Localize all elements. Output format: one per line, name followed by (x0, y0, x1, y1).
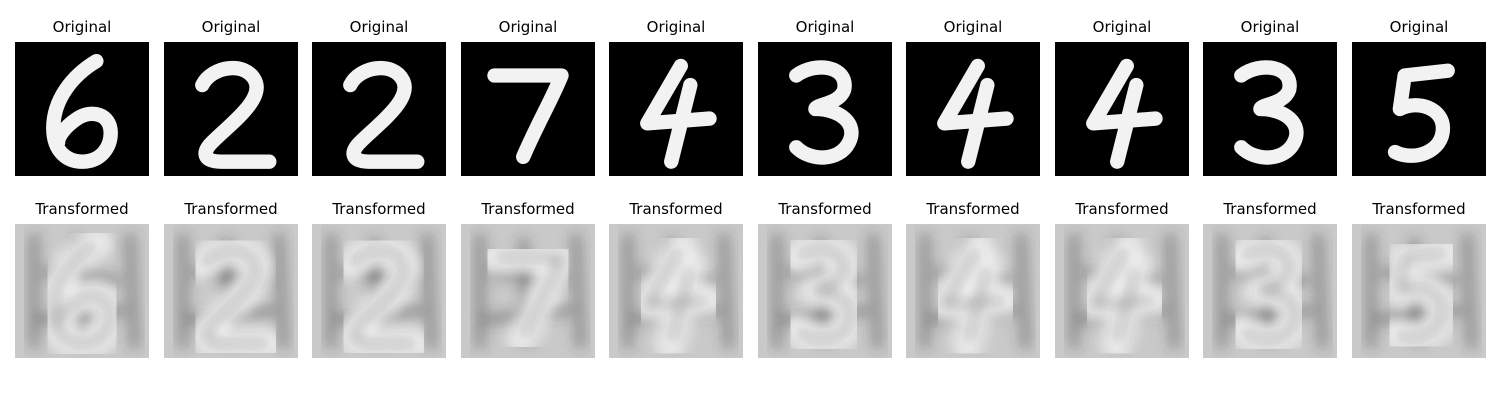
transformed-image (461, 224, 595, 358)
panel-title: Original (1389, 18, 1449, 36)
panel-title: Original (943, 18, 1003, 36)
original-panel: Original (906, 16, 1040, 176)
panel-title: Original (349, 18, 409, 36)
panel-title: Original (646, 18, 706, 36)
digit-shadow (642, 246, 710, 345)
panel-title: Transformed (778, 200, 872, 218)
panel-title: Transformed (35, 200, 129, 218)
transformed-row: Transformed Transformed Transformed Transfo… (0, 198, 1500, 358)
panel-title: Transformed (629, 200, 723, 218)
digit-image (164, 42, 298, 176)
original-panel: Original (461, 16, 595, 176)
digit-stroke (937, 58, 1014, 169)
original-panel: Original (1352, 16, 1486, 176)
digit-stroke (195, 60, 277, 169)
panel-title: Transformed (1223, 200, 1317, 218)
digit-image (1352, 42, 1486, 176)
panel-title: Transformed (1372, 200, 1466, 218)
panel-title: Original (795, 18, 855, 36)
digit-image (609, 42, 743, 176)
panel-title: Original (52, 18, 112, 36)
transformed-image (312, 224, 446, 358)
digit-shadow (347, 247, 418, 347)
transformed-panel: Transformed (758, 198, 892, 358)
digit-image (461, 42, 595, 176)
transformed-panel: Transformed (1055, 198, 1189, 358)
digit-stroke (487, 68, 569, 165)
original-panel: Original (164, 16, 298, 176)
panel-title: Original (1092, 18, 1152, 36)
digit-stroke (1086, 58, 1163, 169)
transformed-image (1055, 224, 1189, 358)
panel-title: Transformed (926, 200, 1020, 218)
original-panel: Original (15, 16, 149, 176)
digit-stroke (789, 60, 859, 165)
transformed-image (164, 224, 298, 358)
original-panel: Original (609, 16, 743, 176)
digit-image (758, 42, 892, 176)
panel-title: Transformed (481, 200, 575, 218)
original-panel: Original (312, 16, 446, 176)
digit-shadow (1239, 246, 1300, 343)
digit-stroke (343, 60, 425, 169)
original-panel: Original (1055, 16, 1189, 176)
digit-image (312, 42, 446, 176)
original-row: Original Original Original Original Original… (0, 16, 1500, 176)
transformed-panel: Transformed (609, 198, 743, 358)
transformed-panel: Transformed (312, 198, 446, 358)
digit-stroke (1234, 60, 1304, 165)
transformed-image (1203, 224, 1337, 358)
transformed-panel: Transformed (1203, 198, 1337, 358)
transformed-image (906, 224, 1040, 358)
digit-shadow (939, 246, 1007, 345)
original-panel: Original (758, 16, 892, 176)
digit-image (906, 42, 1040, 176)
digit-image (1203, 42, 1337, 176)
digit-shadow (794, 246, 855, 343)
transformed-image (1352, 224, 1486, 358)
digit-stroke (46, 53, 118, 169)
transformed-image (15, 224, 149, 358)
digit-stroke (640, 58, 717, 169)
panel-title: Transformed (332, 200, 426, 218)
digit-shadow (50, 240, 114, 347)
original-panel: Original (1203, 16, 1337, 176)
transformed-image (758, 224, 892, 358)
panel-title: Transformed (184, 200, 278, 218)
digit-image (1055, 42, 1189, 176)
panel-title: Original (498, 18, 558, 36)
digit-shadow (494, 254, 566, 340)
digit-image (15, 42, 149, 176)
panel-title: Original (201, 18, 261, 36)
digit-shadow (1088, 246, 1156, 345)
transformed-panel: Transformed (15, 198, 149, 358)
panel-title: Original (1240, 18, 1300, 36)
transformed-image (609, 224, 743, 358)
transformed-panel: Transformed (461, 198, 595, 358)
transformed-panel: Transformed (906, 198, 1040, 358)
digit-shadow (1393, 249, 1449, 341)
transformed-panel: Transformed (164, 198, 298, 358)
digit-shadow (199, 247, 270, 347)
digit-stroke (1387, 63, 1455, 163)
panel-title: Transformed (1075, 200, 1169, 218)
transformed-panel: Transformed (1352, 198, 1486, 358)
